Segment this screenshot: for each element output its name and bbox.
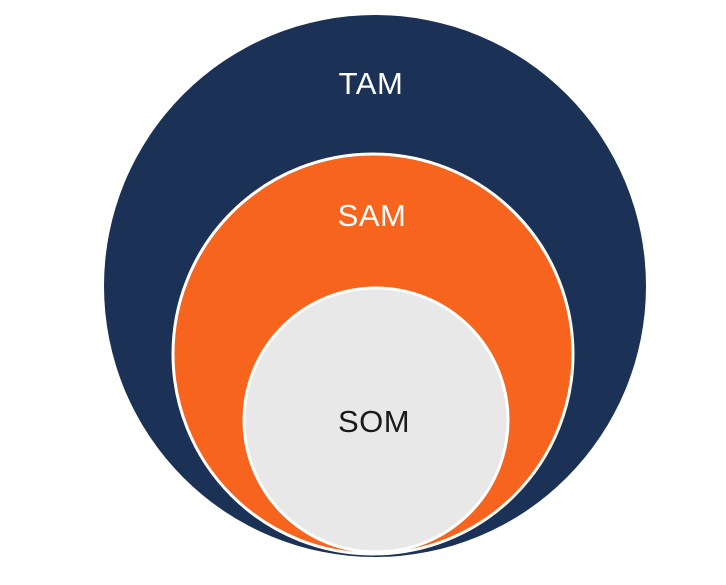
sam-label: SAM — [338, 198, 407, 233]
som-circle — [242, 286, 510, 554]
tam-label: TAM — [339, 66, 404, 101]
som-label: SOM — [338, 404, 410, 439]
